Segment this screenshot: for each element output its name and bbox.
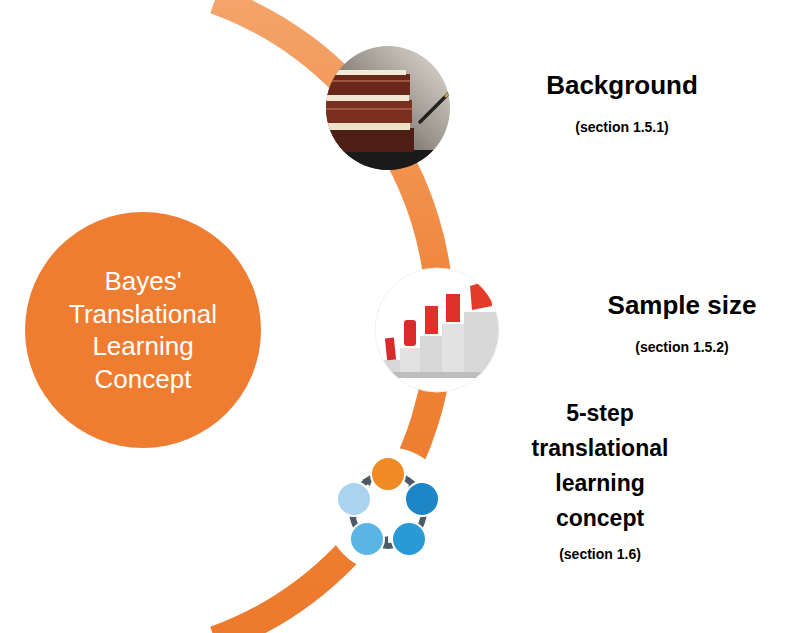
section-reference: (section 1.6) [520,546,680,563]
topic-heading: 5-step translational learning concept [520,396,680,536]
center-title: Bayes' Translational Learning Concept [48,265,238,395]
text-group: Bayes' Translational Learning Concept [48,265,238,395]
section-reference: (section 1.5.2) [577,339,787,356]
concept-circle-fill [25,212,261,448]
circle-shape [25,212,261,448]
text-group: Sample size (section 1.5.2) [577,290,787,356]
stairs-icon [375,268,500,392]
cycle-icon [325,447,451,573]
text-group: Background (section 1.5.1) [512,70,732,136]
concept-circle: Bayes' Translational Learning Concept [25,212,261,448]
stairs-icon-rim [375,268,499,392]
topic-heading: Background [512,70,732,101]
topic-node: Sample size(section 1.5.2) [375,268,499,392]
topic-heading: Sample size [577,290,787,321]
text-group: 5-step translational learning concept (se… [520,396,680,563]
section-reference: (section 1.5.1) [512,119,732,136]
books-icon [318,46,460,174]
topic-node: 5-step translational learning concept(se… [325,447,451,573]
topic-node: Background(section 1.5.1) [326,46,450,170]
